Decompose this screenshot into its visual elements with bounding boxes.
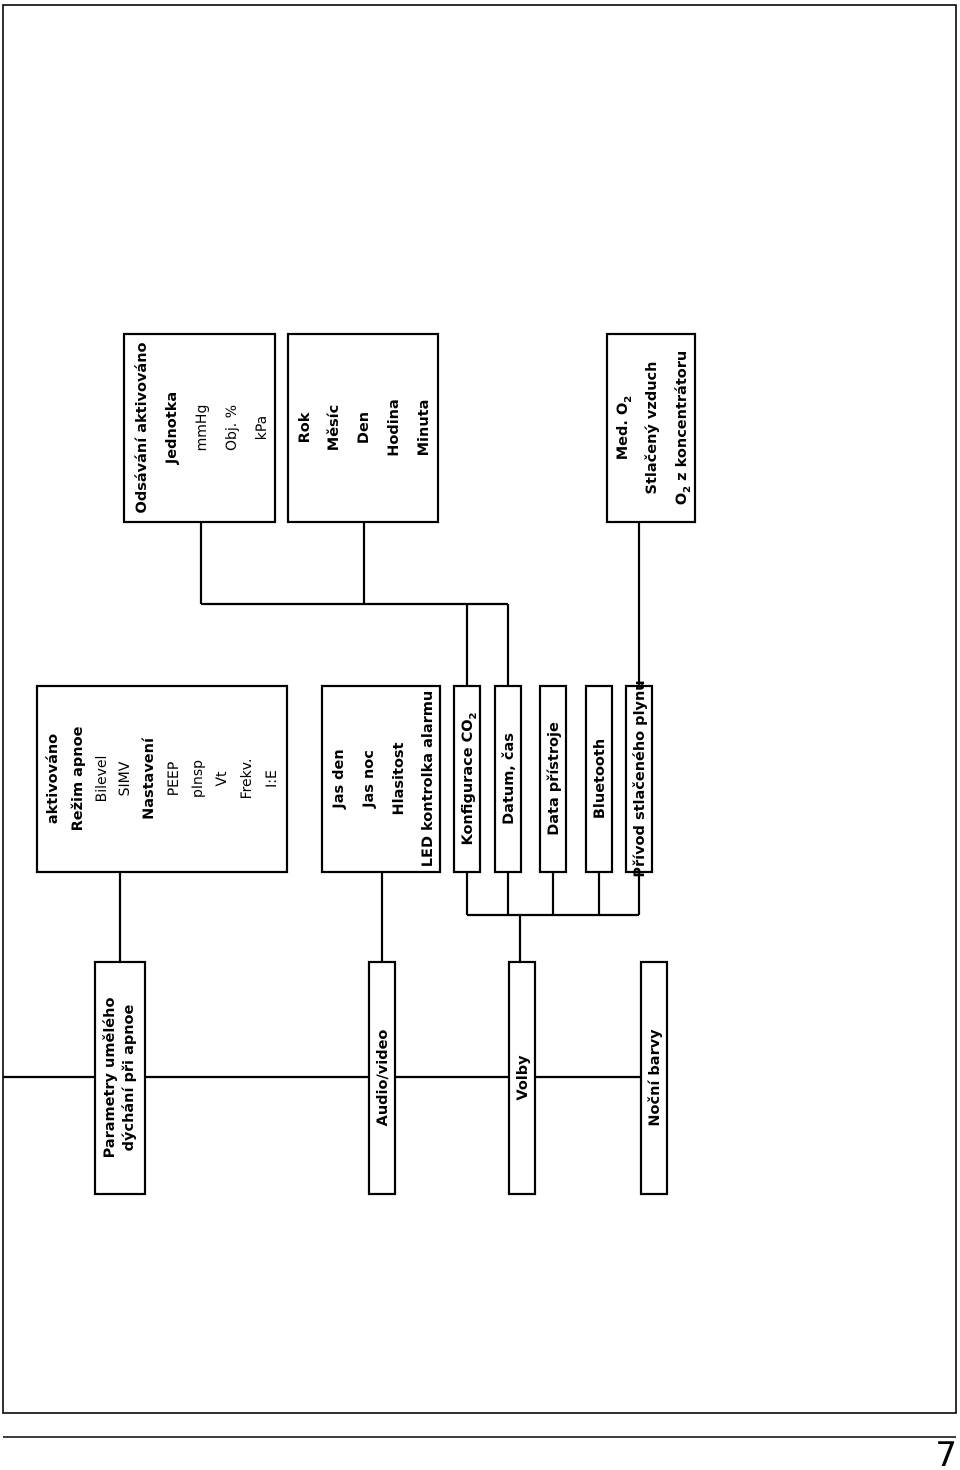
gas-compressed-air: Stlačený vzduch <box>644 362 660 495</box>
time-minute: Minuta <box>416 400 432 457</box>
option-co2-label: Konfigurace CO <box>460 719 476 845</box>
page-number: 7 <box>935 1435 957 1470</box>
option-co2-subscript: 2 <box>468 712 479 719</box>
unit-mmhg: mmHg <box>194 405 210 452</box>
page-frame <box>2 4 957 1414</box>
gas-o2-concentrator: O <box>674 493 690 505</box>
date-day: Den <box>356 412 372 444</box>
gas-med-o2: Med. O <box>615 403 631 461</box>
svg-text:Konfigurace CO2: Konfigurace CO2 <box>460 712 479 845</box>
option-date-time-label: Datum, čas <box>501 733 517 825</box>
led-alarm-indicator: LED kontrolka alarmu <box>420 691 436 867</box>
time-hour: Hodina <box>386 399 402 457</box>
menu-item-apnea-line1: Parametry umělého <box>102 998 118 1159</box>
menu-item-options-label: Volby <box>515 1055 531 1101</box>
unit-label: Jednotka <box>164 392 180 465</box>
apnea-settings: Nastavení <box>141 737 157 820</box>
menu-item-apnea-line2: dýchání při apnoe <box>121 1004 137 1151</box>
suction-activated: Odsávání aktivováno <box>134 342 150 513</box>
date-year: Rok <box>297 412 313 443</box>
apnea-settings-box: aktivováno Režim apnoe Bilevel SIMV Nast… <box>35 684 289 874</box>
menu-item-options: Volby <box>507 960 537 1196</box>
apnea-pinsp: pInsp <box>190 760 206 798</box>
option-gas-supply: Přívod stlačeného plynu <box>624 680 654 878</box>
date-month: Měsíc <box>326 405 342 451</box>
audio-video-box: Jas den Jas noc Hlasitost LED kontrolka … <box>320 684 442 874</box>
option-date-time: Datum, čas <box>493 684 523 874</box>
apnea-vt: Vt <box>214 771 230 787</box>
menu-item-audio-video-label: Audio/video <box>375 1030 391 1127</box>
apnea-peep: PEEP <box>166 762 182 797</box>
brightness-night: Jas noc <box>361 750 377 809</box>
apnea-freq: Frekv. <box>239 759 255 800</box>
option-bluetooth: Bluetooth <box>584 684 614 874</box>
unit-vol-percent: Obj. % <box>224 405 240 451</box>
option-bluetooth-label: Bluetooth <box>592 739 608 819</box>
date-time-box: Rok Měsíc Den Hodina Minuta <box>286 332 440 524</box>
gas-o2-concentrator-subscript: 2 <box>682 486 693 493</box>
option-co2-configuration: Konfigurace CO2 <box>452 684 482 874</box>
apnea-ie: I:E <box>264 770 280 788</box>
gas-concentrator-rest: z koncentrátoru <box>674 351 690 486</box>
menu-item-night-colors: Noční barvy <box>639 960 669 1196</box>
connector-lines <box>3 522 667 1079</box>
svg-text:Med. O2: Med. O2 <box>615 396 634 461</box>
option-device-data: Data přístroje <box>538 684 568 874</box>
menu-item-apnea-ventilation: Parametry umělého dýchání při apnoe <box>93 960 147 1196</box>
apnea-activated: aktivováno <box>45 734 61 824</box>
gas-supply-box: Med. O2 Stlačený vzduch O2 z koncentráto… <box>605 332 697 524</box>
apnea-mode-simv: SIMV <box>117 761 133 796</box>
volume: Hlasitost <box>391 742 407 815</box>
apnea-mode-bilevel: Bilevel <box>94 756 110 803</box>
option-gas-supply-label: Přívod stlačeného plynu <box>632 680 648 877</box>
unit-kpa: kPa <box>254 416 270 441</box>
menu-item-night-colors-label: Noční barvy <box>647 1029 663 1127</box>
svg-text:O2 z koncentrátoru: O2 z koncentrátoru <box>674 351 693 505</box>
option-device-data-label: Data přístroje <box>546 722 562 836</box>
apnea-mode: Režim apnoe <box>70 726 86 831</box>
suction-unit-box: Odsávání aktivováno Jednotka mmHg Obj. %… <box>122 332 277 524</box>
gas-med-o2-subscript: 2 <box>623 396 634 403</box>
menu-item-audio-video: Audio/video <box>367 960 397 1196</box>
brightness-day: Jas den <box>331 749 347 809</box>
